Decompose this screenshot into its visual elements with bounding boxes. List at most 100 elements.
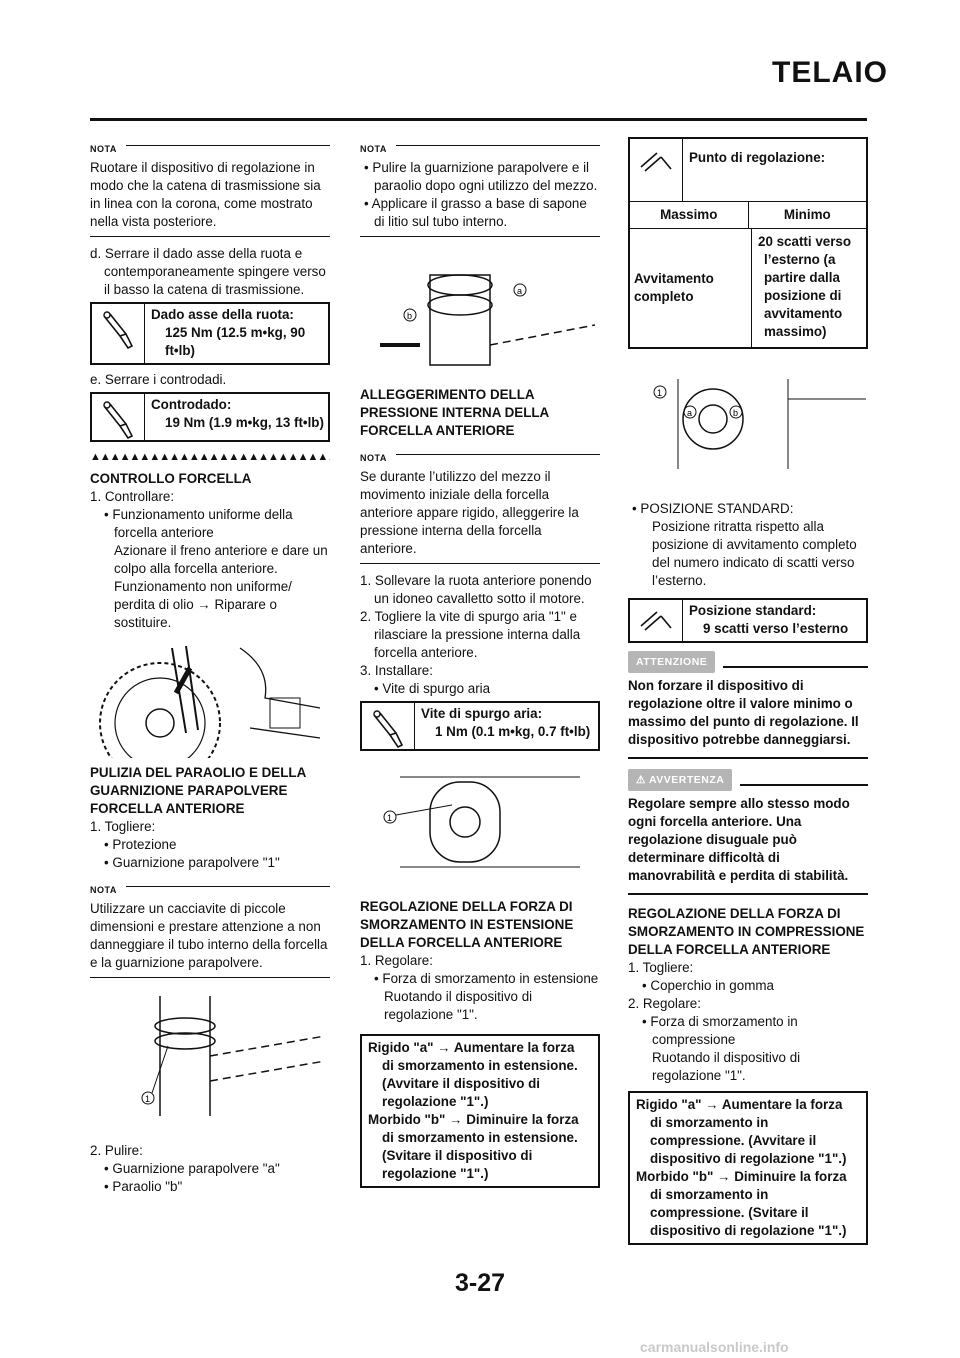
torque-wrench-icon [362, 703, 415, 749]
nota-label: NOTA [360, 453, 387, 463]
box-title: Posizione standard: [689, 603, 817, 618]
compression-adjust-box: Rigido "a" → Aumentare la forza di smorz… [628, 1091, 868, 1245]
header-rule [90, 118, 867, 121]
adjust-tool-icon [630, 600, 683, 641]
box-title: Vite di spurgo aria: [421, 706, 543, 721]
table-header: Minimo [783, 207, 831, 222]
warning-label: AVVERTENZA [648, 774, 725, 786]
torque-box-air-bleed: Vite di spurgo aria: 1 Nm (0.1 m•kg, 0.7 … [360, 701, 600, 751]
step-text: Posizione ritratta rispetto alla posizio… [652, 519, 857, 588]
rebound-adjust-box: Rigido "a" → Aumentare la forza di smorz… [360, 1034, 600, 1188]
box-value: 9 scatti verso l’esterno [703, 621, 849, 636]
caution-text: Non forzare il dispositivo di regolazion… [628, 677, 868, 759]
column-1: NOTA Ruotare il dispositivo di regolazio… [90, 137, 330, 1196]
warning-text: Regolare sempre allo stesso modo ogni fo… [628, 795, 868, 895]
box-value: 125 Nm (12.5 m•kg, 90 ft•lb) [165, 325, 306, 358]
fork-seal-cleaning-illustration: a b [380, 274, 596, 366]
page-number: 3-27 [454, 1269, 506, 1297]
nota-text: Utilizzare un cacciavite di piccole dime… [90, 898, 330, 978]
bullet: • Forza di smorzamento in compressione [642, 1014, 798, 1047]
section-heading: ALLEGGERIMENTO DELLA PRESSIONE INTERNA D… [360, 387, 549, 438]
bullet: • Paraolio "b" [104, 1179, 183, 1194]
nota-bullet: • Applicare il grasso a base di sapone d… [364, 196, 587, 229]
soft-detail: di smorzamento in estensione. (Svitare i… [382, 1130, 578, 1181]
step-text: Ruotando il dispositivo di regolazione "… [652, 1050, 801, 1083]
box-title: Controdado: [151, 397, 232, 412]
step-text: Ruotando il dispositivo di regolazione "… [384, 989, 533, 1022]
bullet: • Vite di spurgo aria [374, 681, 491, 696]
compression-adjuster-illustration: 1 a b [653, 379, 866, 469]
torque-wrench-icon [92, 394, 145, 440]
step-text: Azionare il freno anteriore e dare un co… [114, 543, 328, 630]
box-title: Dado asse della ruota: [151, 307, 294, 322]
standard-position-box: Posizione standard: 9 scatti verso l’este… [628, 598, 868, 643]
step-e: e. Serrare i controdadi. [90, 372, 227, 387]
step: 2. Regolare: [628, 996, 701, 1011]
adjust-point-table: Punto di regolazione: Massimo Minimo Avv… [628, 137, 868, 349]
step: 3. Installare: [360, 663, 433, 678]
nota-text: Ruotare il dispositivo di regolazione in… [90, 157, 330, 237]
adjust-tool-icon [630, 139, 683, 201]
watermark: carmanualsonline.info [640, 1339, 789, 1355]
step: 1. Togliere: [628, 960, 694, 975]
air-bleed-screw-illustration: 1 [383, 776, 580, 868]
nota-block: NOTA Utilizzare un cacciavite di piccole… [90, 880, 330, 978]
step: 1. Sollevare la ruota anteriore ponendo … [360, 573, 592, 606]
end-of-procedure-marks: ▲▲▲▲▲▲▲▲▲▲▲▲▲▲▲▲▲▲▲▲▲▲▲▲▲▲▲▲▲▲ [90, 451, 330, 463]
warning-icon: ⚠ [636, 774, 649, 786]
step: 2. Togliere la vite di spurgo aria "1" e… [360, 609, 581, 660]
soft-line: Morbido "b" → Diminuire la forza [636, 1169, 847, 1184]
bullet: • Guarnizione parapolvere "1" [104, 855, 280, 870]
nota-bullet: • Pulire la guarnizione parapolvere e il… [364, 160, 598, 193]
table-cell: Avvitamento completo [630, 229, 752, 347]
bullet: • Funzionamento uniforme della forcella … [104, 507, 293, 540]
nota-label: NOTA [360, 144, 387, 154]
svg-text:1: 1 [657, 388, 662, 398]
stiff-line: Rigido "a" → Aumentare la forza [636, 1097, 843, 1112]
step: 1. Controllare: [90, 489, 175, 504]
column-2: NOTA • Pulire la guarnizione parapolvere… [360, 137, 600, 1188]
nota-block: NOTA • Pulire la guarnizione parapolvere… [360, 139, 600, 237]
svg-text:a: a [687, 408, 692, 418]
fork-check-illustration [99, 645, 321, 758]
step: 2. Pulire: [90, 1143, 143, 1158]
caution-badge: ATTENZIONE [628, 651, 716, 673]
dust-seal-illustration: 1 [141, 996, 326, 1116]
table-title: Punto di regolazione: [689, 150, 826, 165]
stiff-detail: di smorzamento in compressione. (Avvitar… [650, 1115, 847, 1166]
bullet: • Coperchio in gomma [642, 978, 774, 993]
section-heading: CONTROLLO FORCELLA [90, 471, 252, 486]
section-heading: REGOLAZIONE DELLA FORZA DI SMORZAMENTO I… [360, 899, 574, 950]
bullet: • Forza di smorzamento in estensione [374, 971, 599, 986]
bullet: • Protezione [104, 837, 177, 852]
table-cell: 20 scatti verso l’esterno (a partire dal… [758, 234, 852, 339]
bullet: • Guarnizione parapolvere "a" [104, 1161, 280, 1176]
stiff-detail: di smorzamento in estensione. (Avvitare … [382, 1058, 578, 1109]
soft-detail: di smorzamento in compressione. (Svitare… [650, 1187, 847, 1238]
section-heading: PULIZIA DEL PARAOLIO E DELLA GUARNIZIONE… [90, 765, 306, 816]
torque-wrench-icon [92, 304, 145, 363]
warning-badge: ⚠ AVVERTENZA [628, 769, 733, 791]
step: 1. Regolare: [360, 953, 433, 968]
nota-block: NOTA Se durante l’utilizzo del mezzo il … [360, 448, 600, 564]
svg-text:1: 1 [387, 813, 392, 823]
box-value: 19 Nm (1.9 m•kg, 13 ft•lb) [165, 415, 324, 430]
nota-text: Se durante l’utilizzo del mezzo il movim… [360, 466, 600, 564]
page-title: TELAIO [772, 56, 888, 89]
stiff-line: Rigido "a" → Aumentare la forza [368, 1040, 575, 1055]
torque-box-axle-nut: Dado asse della ruota: 125 Nm (12.5 m•kg,… [90, 302, 330, 365]
warning-block: ⚠ AVVERTENZA Regolare sempre allo stesso… [628, 769, 868, 895]
svg-text:b: b [407, 311, 412, 321]
soft-line: Morbido "b" → Diminuire la forza [368, 1112, 579, 1127]
section-heading: REGOLAZIONE DELLA FORZA DI SMORZAMENTO I… [628, 906, 865, 957]
svg-text:b: b [733, 408, 738, 418]
box-value: 1 Nm (0.1 m•kg, 0.7 ft•lb) [435, 724, 591, 739]
caution-block: ATTENZIONE Non forzare il dispositivo di… [628, 651, 868, 759]
nota-label: NOTA [90, 144, 117, 154]
bullet: • POSIZIONE STANDARD: [632, 501, 794, 516]
torque-box-locknut: Controdado: 19 Nm (1.9 m•kg, 13 ft•lb) [90, 392, 330, 442]
nota-label: NOTA [90, 885, 117, 895]
svg-text:a: a [517, 286, 522, 296]
step-d: d. Serrare il dado asse della ruota e co… [90, 246, 326, 297]
nota-block: NOTA Ruotare il dispositivo di regolazio… [90, 139, 330, 237]
